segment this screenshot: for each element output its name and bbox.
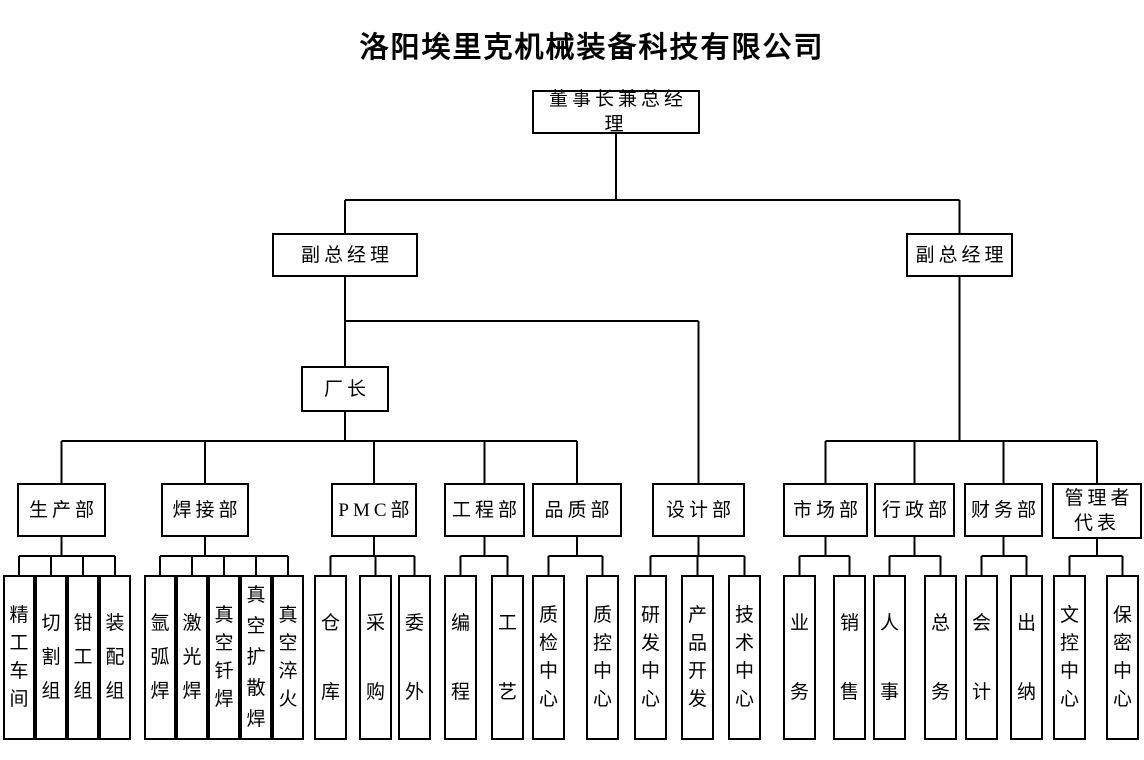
org-node-label-finance-dept: 财务部 — [970, 499, 1040, 521]
org-node-general-affairs: 总 务 — [924, 575, 957, 740]
org-node-label-business: 业 务 — [789, 612, 809, 703]
org-node-label-warehouse: 仓 库 — [320, 612, 340, 703]
org-node-label-production-dept: 生产部 — [28, 499, 98, 521]
org-node-fitter-group: 钳 工 组 — [67, 575, 99, 740]
org-node-label-rd-center: 研 发 中 心 — [640, 604, 660, 710]
org-node-factory-director: 厂长 — [301, 366, 389, 412]
org-node-label-process: 工 艺 — [497, 612, 517, 703]
org-node-production-dept: 生产部 — [17, 483, 106, 537]
org-node-cutting-group: 切 割 组 — [35, 575, 67, 740]
org-node-label-welding-dept: 焊接部 — [172, 499, 242, 521]
org-node-laser-weld: 激 光 焊 — [176, 575, 208, 740]
org-node-label-quality-dept: 品质部 — [544, 499, 614, 521]
org-node-vgm-left: 副总经理 — [272, 233, 418, 277]
org-node-label-vacuum-brazing: 真 空 钎 焊 — [214, 604, 234, 710]
org-node-label-cashier: 出 纳 — [1016, 612, 1036, 703]
org-node-chairman: 董事长兼总经理 — [532, 89, 700, 135]
org-node-assembly-group: 装 配 组 — [99, 575, 131, 740]
org-node-label-general-affairs: 总 务 — [930, 612, 950, 703]
org-node-tech-center: 技 术 中 心 — [728, 575, 761, 740]
org-node-label-programming: 编 程 — [450, 612, 470, 703]
org-node-warehouse: 仓 库 — [314, 575, 347, 740]
org-node-label-vacuum-quench: 真 空 淬 火 — [278, 604, 298, 710]
org-node-outsourcing: 委 外 — [398, 575, 431, 740]
org-node-label-qc-control: 质 控 中 心 — [592, 604, 612, 710]
org-node-doc-control: 文 控 中 心 — [1053, 575, 1086, 740]
org-node-label-admin-dept: 行政部 — [881, 499, 951, 521]
org-node-welding-dept: 焊接部 — [161, 483, 249, 537]
org-node-label-purchasing: 采 购 — [365, 612, 385, 703]
org-node-engineering-dept: 工程部 — [444, 483, 525, 537]
org-node-rd-center: 研 发 中 心 — [634, 575, 667, 740]
org-node-vacuum-quench: 真 空 淬 火 — [272, 575, 304, 740]
org-node-label-vgm-right: 副总经理 — [915, 244, 1008, 266]
org-node-label-doc-control: 文 控 中 心 — [1059, 604, 1079, 710]
org-node-label-product-dev: 产 品 开 发 — [687, 604, 707, 710]
org-node-business: 业 务 — [783, 575, 816, 740]
org-node-label-accounting: 会 计 — [971, 612, 991, 703]
org-node-label-engineering-dept: 工程部 — [451, 499, 521, 521]
org-node-finance-dept: 财务部 — [964, 483, 1043, 537]
org-node-accounting: 会 计 — [965, 575, 998, 740]
org-node-label-factory-director: 厂长 — [323, 378, 370, 400]
org-node-label-assembly-group: 装 配 组 — [105, 612, 125, 702]
org-node-label-laser-weld: 激 光 焊 — [182, 612, 202, 702]
org-node-security-center: 保 密 中 心 — [1106, 575, 1139, 740]
org-node-product-dev: 产 品 开 发 — [681, 575, 714, 740]
org-node-label-pmc-dept: PMC部 — [338, 499, 414, 521]
org-node-precision-shop: 精 工 车 间 — [3, 575, 35, 740]
org-node-pmc-dept: PMC部 — [331, 483, 417, 537]
org-node-design-dept: 设计部 — [652, 483, 745, 537]
org-node-vgm-right: 副总经理 — [906, 233, 1013, 277]
org-node-label-cutting-group: 切 割 组 — [41, 612, 61, 702]
org-node-label-mgmt-rep: 管理者 代表 — [1064, 488, 1134, 534]
org-node-vacuum-diffusion: 真 空 扩 散 焊 — [240, 575, 272, 740]
org-node-vacuum-brazing: 真 空 钎 焊 — [208, 575, 240, 740]
org-node-label-outsourcing: 委 外 — [404, 612, 424, 703]
org-node-label-hr: 人 事 — [879, 612, 899, 703]
org-node-quality-dept: 品质部 — [532, 483, 622, 537]
org-node-qc-control: 质 控 中 心 — [586, 575, 619, 740]
org-node-label-vacuum-diffusion: 真 空 扩 散 焊 — [246, 585, 266, 730]
org-node-label-precision-shop: 精 工 车 间 — [9, 604, 29, 710]
org-node-purchasing: 采 购 — [359, 575, 392, 740]
org-node-label-security-center: 保 密 中 心 — [1112, 604, 1132, 710]
org-node-process: 工 艺 — [491, 575, 524, 740]
org-node-mgmt-rep: 管理者 代表 — [1052, 483, 1142, 539]
org-node-admin-dept: 行政部 — [874, 483, 955, 537]
org-node-sales: 销 售 — [833, 575, 866, 740]
org-node-programming: 编 程 — [444, 575, 477, 740]
org-node-label-sales: 销 售 — [839, 612, 859, 703]
org-node-market-dept: 市场部 — [783, 483, 868, 537]
org-node-label-chairman: 董事长兼总经理 — [548, 89, 687, 135]
org-node-label-vgm-left: 副总经理 — [300, 244, 393, 266]
org-node-label-argon-arc-weld: 氩 弧 焊 — [150, 612, 170, 702]
org-node-label-market-dept: 市场部 — [792, 499, 862, 521]
org-node-qc-inspection: 质 检 中 心 — [532, 575, 565, 740]
org-node-hr: 人 事 — [873, 575, 906, 740]
org-node-cashier: 出 纳 — [1010, 575, 1043, 740]
org-node-label-fitter-group: 钳 工 组 — [73, 612, 93, 702]
org-node-label-qc-inspection: 质 检 中 心 — [538, 604, 558, 710]
org-node-argon-arc-weld: 氩 弧 焊 — [144, 575, 176, 740]
chart-title: 洛阳埃里克机械装备科技有限公司 — [359, 32, 825, 64]
org-node-label-tech-center: 技 术 中 心 — [734, 604, 754, 710]
org-node-label-design-dept: 设计部 — [665, 499, 735, 521]
